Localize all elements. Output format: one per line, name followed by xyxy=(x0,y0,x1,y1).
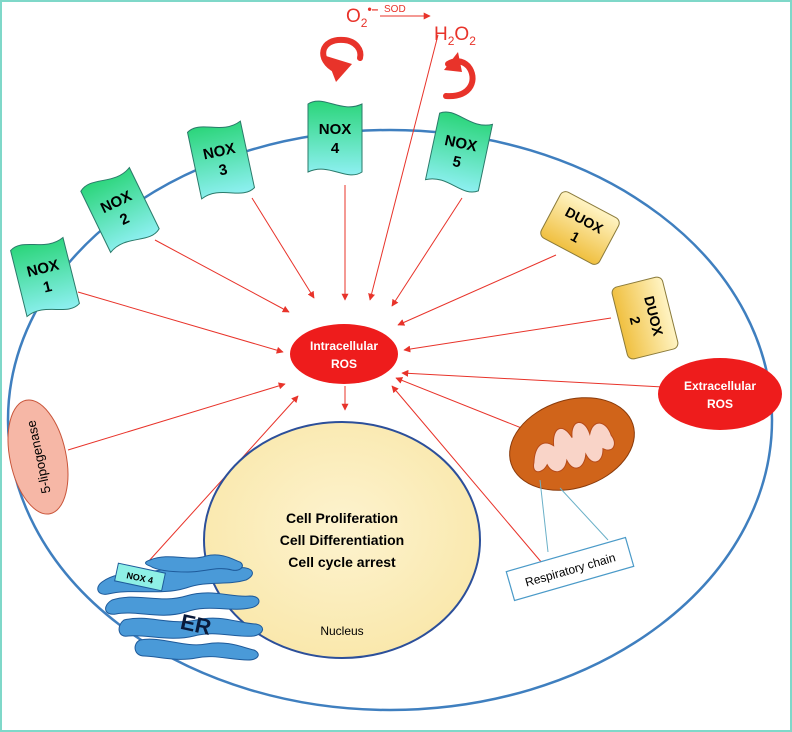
nox2: NOX 2 xyxy=(79,164,161,256)
arrow-nox3-to-ros xyxy=(251,197,315,299)
superoxide-label: O2•– xyxy=(346,2,379,30)
nucleus-line-1: Cell Proliferation xyxy=(286,510,398,526)
arrow-extracellular-to-ros xyxy=(401,369,683,389)
extracellular-ros-label: ROS xyxy=(707,397,733,411)
arrow-mito-to-ros xyxy=(395,377,535,434)
intracellular-ros-label: ROS xyxy=(331,357,357,371)
nox3-label: NOX xyxy=(202,140,237,163)
nox3: NOX 3 xyxy=(186,117,256,203)
nox5-label: NOX xyxy=(443,132,478,155)
arrow-h2o2-to-ros xyxy=(368,34,439,301)
nox5: NOX 5 xyxy=(424,109,494,195)
nox1: NOX 1 xyxy=(9,234,81,320)
duox1: DUOX 1 xyxy=(540,191,620,265)
arrow-nox2-to-ros xyxy=(154,239,290,313)
curved-arrows xyxy=(320,36,476,100)
intracellular-label: Intracellular xyxy=(310,339,378,353)
mito-connector-right xyxy=(559,487,609,541)
er-label: ER xyxy=(178,609,213,640)
nucleus-line-3: Cell cycle arrest xyxy=(288,554,396,570)
mitochondrion xyxy=(509,397,635,491)
peroxide-label: H2O2 xyxy=(434,24,476,48)
nox4: NOX 4 xyxy=(307,100,363,176)
superoxide-reaction: O2•– SOD H2O2 xyxy=(346,2,476,48)
nucleus: Cell Proliferation Cell Differentiation … xyxy=(203,421,481,659)
mito-cristae xyxy=(533,422,615,473)
curved-arrow-left xyxy=(320,36,364,73)
arrow-respiratory-to-ros xyxy=(391,385,549,571)
arrow-lipogenase-to-ros xyxy=(67,382,286,451)
duox2: DUOX 2 xyxy=(611,276,679,360)
nox1-number: 1 xyxy=(41,278,53,297)
endoplasmic-reticulum: NOX 4 ER xyxy=(97,554,263,661)
arrow-nox1-to-ros xyxy=(77,291,284,354)
curved-arrow-left-head xyxy=(326,56,352,82)
duox2-number: 2 xyxy=(627,315,644,327)
nox3-number: 3 xyxy=(217,161,229,179)
extracellular-label: Extracellular xyxy=(684,379,756,393)
nox4-label: NOX xyxy=(319,121,352,138)
nox4-number: 4 xyxy=(331,140,340,157)
intracellular-ros: Intracellular ROS xyxy=(290,324,398,384)
sod-label: SOD xyxy=(384,4,406,15)
lipogenase: 5-lipogenase xyxy=(7,399,69,515)
arrow-duox2-to-ros xyxy=(403,317,612,353)
arrow-duox1-to-ros xyxy=(397,254,557,326)
curved-arrow-right-head xyxy=(444,52,462,72)
er-nox4-box xyxy=(114,562,166,592)
nox5-number: 5 xyxy=(451,153,463,171)
mito-connector-left xyxy=(539,479,549,553)
arrow-nox5-to-ros xyxy=(391,197,463,307)
extracellular-ros: Extracellular ROS xyxy=(658,358,782,430)
nucleus-line-2: Cell Differentiation xyxy=(280,532,404,548)
nucleus-label: Nucleus xyxy=(320,624,363,638)
cell-membrane xyxy=(6,128,774,712)
